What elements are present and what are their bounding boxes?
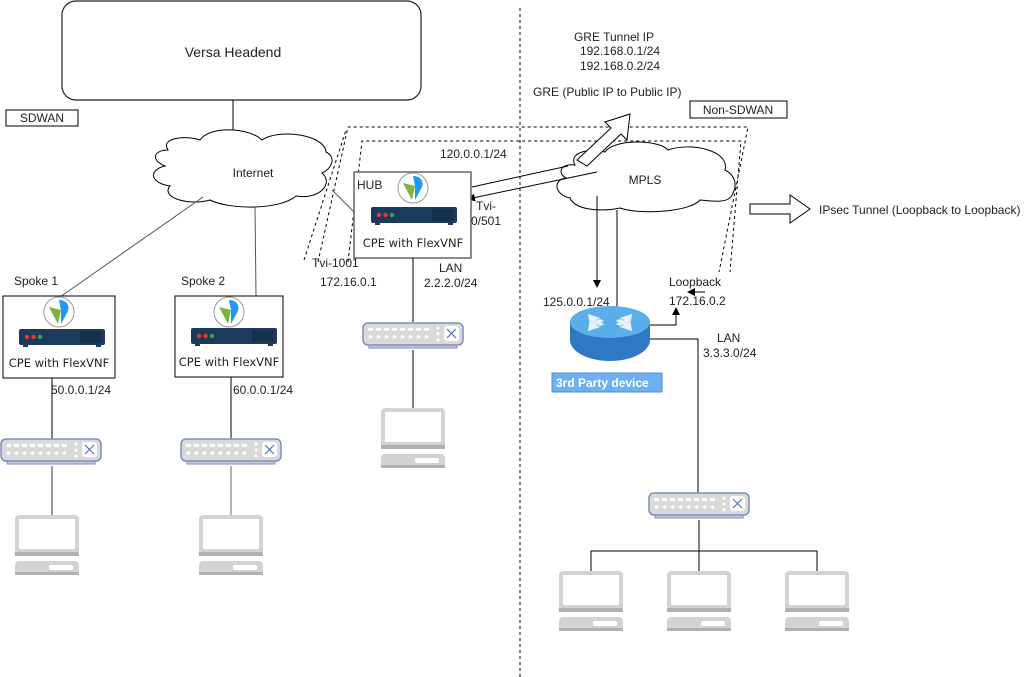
non-sdwan-zone-label: Non-SDWAN — [689, 100, 788, 119]
internet-cloud[interactable]: Internet — [153, 129, 333, 208]
link-internet-hub — [331, 189, 356, 214]
third-party-pc1-icon[interactable] — [559, 571, 623, 631]
cpe-appliance-icon — [370, 206, 458, 226]
hub-tvi-left: Tvi-1001 — [312, 256, 359, 270]
link-hub-mpls — [471, 165, 569, 188]
link-mpls-hub-tvi — [467, 171, 598, 202]
hub-lan-subnet: 2.2.2.0/24 — [424, 276, 478, 290]
hub-tvi-right-2: 0/501 — [471, 214, 501, 228]
versa-logo-icon — [397, 172, 429, 204]
gre-arrow — [576, 113, 631, 167]
router-arrows-icon — [587, 313, 633, 332]
sdwan-zone-label: SDWAN — [5, 109, 79, 127]
gre-tunnel-ip-1: 192.168.0.1/24 — [580, 44, 660, 58]
versa-logo-icon — [43, 296, 75, 328]
loopback-ip: 172.16.0.2 — [669, 294, 726, 308]
internet-label: Internet — [233, 166, 274, 180]
third-party-switch-icon[interactable] — [648, 492, 750, 519]
gre-tunnel-ip-2: 192.168.0.2/24 — [580, 59, 660, 73]
hub-cpe[interactable]: HUB CPE with FlexVNF — [353, 171, 472, 259]
third-party-wan-ip: 125.0.0.1/24 — [543, 295, 610, 309]
link-router-loopback — [650, 307, 680, 326]
cpe-appliance-icon — [190, 327, 278, 347]
spoke2-device-label: CPE with FlexVNF — [179, 355, 280, 369]
third-party-pc2-icon[interactable] — [667, 571, 731, 631]
spoke2-lan-ip: 60.0.0.1/24 — [233, 383, 293, 397]
spoke2-switch-icon[interactable] — [180, 438, 282, 465]
link-internet-spoke2 — [254, 206, 257, 297]
spoke2-title: Spoke 2 — [181, 274, 225, 288]
versa-logo-icon — [213, 296, 245, 328]
loopback-label: Loopback — [669, 275, 722, 289]
hub-switch-icon[interactable] — [362, 322, 464, 349]
hub-title: HUB — [357, 178, 382, 192]
link-router-switch — [650, 338, 699, 493]
third-party-pc3-icon[interactable] — [785, 571, 849, 631]
hub-lan-label: LAN — [439, 261, 462, 275]
svg-text:Non-SDWAN: Non-SDWAN — [703, 103, 773, 117]
spoke2-pc-icon[interactable] — [199, 515, 263, 575]
gre-label: GRE (Public IP to Public IP) — [533, 85, 682, 99]
svg-text:3rd Party device: 3rd Party device — [556, 376, 649, 390]
spoke1-lan-ip: 50.0.0.1/24 — [51, 383, 111, 397]
cpe-appliance-icon — [18, 328, 106, 348]
hub-tvi-left-ip: 172.16.0.1 — [320, 275, 377, 289]
mpls-label: MPLS — [629, 173, 662, 187]
spoke1-title: Spoke 1 — [14, 274, 58, 288]
third-party-lan-label: LAN — [717, 331, 740, 345]
third-party-lan-subnet: 3.3.3.0/24 — [703, 346, 757, 360]
ipsec-label: IPsec Tunnel (Loopback to Loopback) — [819, 203, 1020, 217]
versa-headend[interactable]: Versa Headend — [61, 0, 422, 101]
ipsec-arrow — [749, 194, 811, 224]
spoke1-device-label: CPE with FlexVNF — [9, 356, 110, 370]
spoke1-pc-icon[interactable] — [15, 515, 79, 575]
svg-text:SDWAN: SDWAN — [20, 111, 64, 125]
headend-label: Versa Headend — [185, 44, 282, 60]
spoke2-cpe[interactable]: CPE with FlexVNF — [174, 295, 284, 378]
gre-tunnel-title: GRE Tunnel IP — [574, 30, 654, 44]
hub-wan-ip: 120.0.0.1/24 — [440, 147, 507, 161]
lan-bus — [590, 550, 818, 571]
link-internet-spoke1 — [59, 196, 204, 298]
spoke1-cpe[interactable]: CPE with FlexVNF — [2, 295, 116, 379]
mpls-cloud[interactable]: MPLS — [556, 141, 736, 213]
third-party-router[interactable] — [570, 306, 650, 361]
hub-device-label: CPE with FlexVNF — [363, 236, 464, 250]
hub-pc-icon[interactable] — [381, 408, 445, 468]
third-party-badge: 3rd Party device — [551, 372, 663, 393]
hub-tvi-right-1: Tvi- — [476, 199, 496, 213]
spoke1-switch-icon[interactable] — [0, 438, 102, 465]
